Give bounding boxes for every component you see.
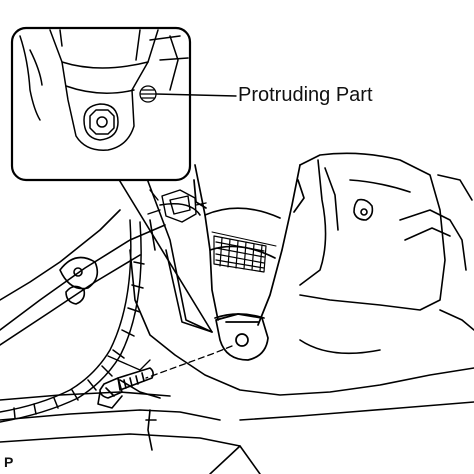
vehicle-floor-panel <box>0 202 474 474</box>
installation-guide-line <box>145 345 233 379</box>
protruding-part-label: Protruding Part <box>238 84 373 106</box>
inset-anchor-plate <box>19 29 189 151</box>
webbing-stitching <box>213 235 267 273</box>
protruding-part-marker <box>139 85 157 103</box>
anchor-bolt-hole <box>235 333 249 347</box>
anchor-bolt <box>97 367 154 409</box>
lap-anchor-plate <box>214 313 269 361</box>
callout-leader-line <box>155 93 237 97</box>
seat-trim-panel <box>299 152 474 331</box>
detail-inset <box>10 26 192 182</box>
wire-harness <box>0 219 151 423</box>
seat-belt-webbing <box>193 164 305 326</box>
figure-code: P <box>4 454 14 470</box>
callout-pointer <box>117 175 213 333</box>
